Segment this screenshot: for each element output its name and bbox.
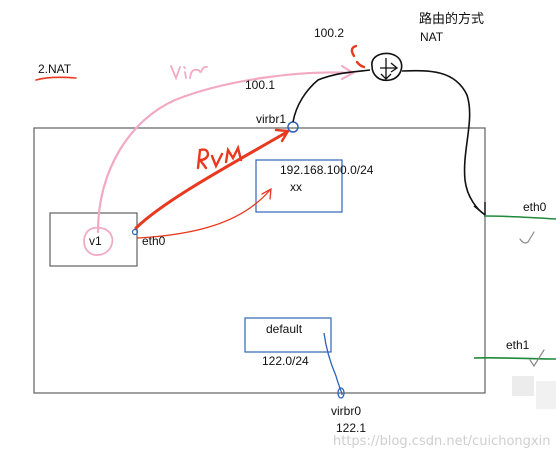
pink-path bbox=[96, 71, 354, 234]
red-rvm-scribble bbox=[196, 144, 243, 170]
virbr1-uplink bbox=[292, 69, 371, 123]
host-eth1-label: eth1 bbox=[506, 338, 530, 352]
watermark-blur-2 bbox=[536, 381, 556, 409]
red-thick-path bbox=[134, 130, 289, 230]
host-eth0-label: eth0 bbox=[523, 200, 547, 214]
virbr1-label: virbr1 bbox=[256, 112, 287, 126]
watermark-blur-1 bbox=[512, 376, 534, 396]
eth1-line bbox=[473, 356, 556, 360]
eth0-tick bbox=[519, 231, 535, 244]
router-arrows bbox=[380, 58, 399, 80]
host-box bbox=[33, 127, 486, 394]
tag-label: 2.NAT bbox=[38, 62, 72, 76]
router-icon bbox=[371, 52, 403, 82]
vm-v1-label: v1 bbox=[89, 234, 102, 248]
watermark-text: https://blog.csdn.net/cuichongxin bbox=[333, 434, 551, 449]
black-route-arrowhead bbox=[473, 202, 486, 217]
title-cn: 路由的方式 bbox=[419, 11, 485, 26]
v1-eth0-port bbox=[131, 228, 139, 236]
network-default-box bbox=[244, 317, 332, 353]
title-en: NAT bbox=[420, 30, 444, 44]
red-thick-arrowhead bbox=[274, 128, 291, 143]
virbr0-link bbox=[323, 332, 343, 396]
tag-underline bbox=[35, 76, 77, 81]
network-xx-label: xx bbox=[290, 180, 302, 194]
virbr1-port bbox=[287, 121, 299, 133]
eth0-line bbox=[483, 215, 556, 220]
vm-eth0-label: eth0 bbox=[142, 234, 166, 248]
ip-100-2-label: 100.2 bbox=[314, 26, 345, 40]
vm-v1-box bbox=[49, 212, 138, 267]
network-default-label: default bbox=[266, 322, 303, 336]
virbr0-port bbox=[337, 387, 345, 399]
pink-arrowhead bbox=[341, 65, 355, 80]
network-xx-box bbox=[255, 159, 343, 213]
red-thin-arrowhead bbox=[261, 187, 272, 200]
black-route bbox=[401, 69, 485, 215]
network-default-subnet: 122.0/24 bbox=[262, 354, 309, 368]
red-thin-path bbox=[137, 189, 271, 239]
virbr0-ip-label: 122.1 bbox=[336, 421, 367, 435]
eth1-tick bbox=[529, 349, 545, 368]
virbr0-label: virbr0 bbox=[331, 404, 362, 418]
pink-vir-scribble bbox=[170, 65, 208, 81]
subnet-label: 192.168.100.0/24 bbox=[280, 163, 374, 177]
red-bracket bbox=[350, 44, 366, 69]
pink-circle bbox=[83, 226, 114, 256]
ip-100-1-label: 100.1 bbox=[245, 78, 276, 92]
